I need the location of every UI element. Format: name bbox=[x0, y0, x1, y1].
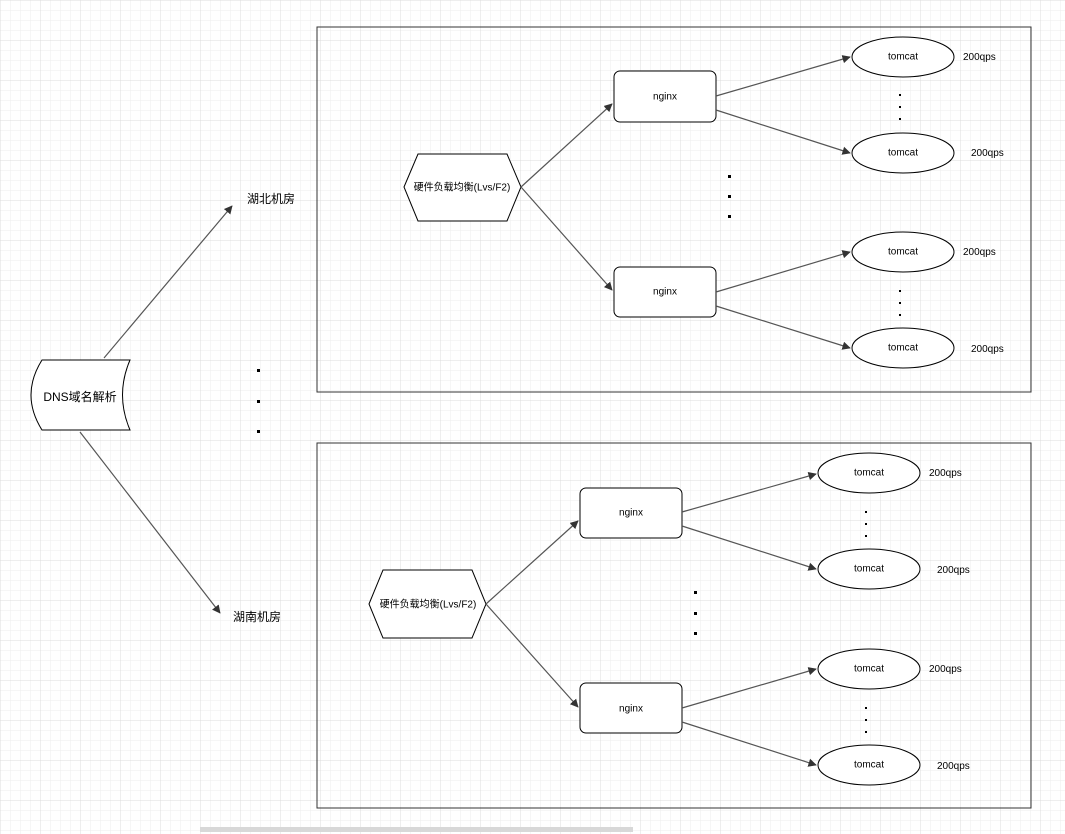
tomcat-node[interactable]: tomcat bbox=[817, 648, 921, 690]
tomcat-node[interactable]: tomcat bbox=[817, 548, 921, 590]
edge bbox=[681, 525, 817, 571]
nginx-ellipsis bbox=[728, 175, 731, 218]
tomcat-label: tomcat bbox=[888, 343, 918, 354]
nginx-node[interactable]: nginx bbox=[579, 682, 683, 734]
edge bbox=[681, 472, 817, 513]
qps-label: 200qps bbox=[937, 565, 970, 576]
edge bbox=[681, 721, 817, 767]
cluster-hubei: 硬件负载均衡(Lvs/F2) nginx nginx tomcat 200qps bbox=[316, 26, 1032, 393]
cluster-frame bbox=[316, 26, 1032, 393]
tomcat-ellipsis bbox=[865, 511, 867, 537]
nginx-label: nginx bbox=[619, 508, 643, 519]
dns-to-hubei-edge bbox=[103, 205, 233, 359]
qps-label: 200qps bbox=[971, 148, 1004, 159]
edge bbox=[715, 305, 851, 350]
tomcat-ellipsis bbox=[899, 94, 901, 120]
edge bbox=[681, 667, 817, 709]
nginx-node[interactable]: nginx bbox=[613, 266, 717, 318]
load-balancer-label: 硬件负载均衡(Lvs/F2) bbox=[380, 598, 477, 611]
tomcat-node[interactable]: tomcat bbox=[817, 452, 921, 494]
load-balancer-label: 硬件负载均衡(Lvs/F2) bbox=[414, 181, 511, 194]
nginx-ellipsis bbox=[694, 591, 697, 635]
qps-label: 200qps bbox=[963, 247, 996, 258]
tomcat-node[interactable]: tomcat bbox=[851, 231, 955, 273]
tomcat-ellipsis bbox=[865, 707, 867, 733]
rooms-ellipsis bbox=[257, 369, 260, 433]
nginx-node[interactable]: nginx bbox=[613, 70, 717, 123]
qps-label: 200qps bbox=[929, 664, 962, 675]
tomcat-label: tomcat bbox=[888, 247, 918, 258]
room-label-hunan: 湖南机房 bbox=[233, 609, 281, 624]
dns-to-hunan-edge bbox=[79, 431, 221, 614]
cluster-frame bbox=[316, 442, 1032, 809]
edge bbox=[715, 55, 851, 97]
tomcat-node[interactable]: tomcat bbox=[817, 744, 921, 786]
dns-label: DNS域名解析 bbox=[43, 389, 116, 404]
edge bbox=[485, 603, 579, 708]
tomcat-node[interactable]: tomcat bbox=[851, 36, 955, 78]
edge bbox=[520, 103, 613, 188]
tomcat-label: tomcat bbox=[888, 52, 918, 63]
edge bbox=[485, 520, 579, 605]
edge bbox=[715, 109, 851, 155]
tomcat-ellipsis bbox=[899, 290, 901, 316]
dns-node[interactable]: DNS域名解析 bbox=[30, 359, 131, 431]
qps-label: 200qps bbox=[929, 468, 962, 479]
qps-label: 200qps bbox=[971, 344, 1004, 355]
tomcat-label: tomcat bbox=[854, 760, 884, 771]
nginx-label: nginx bbox=[653, 92, 677, 103]
tomcat-label: tomcat bbox=[854, 664, 884, 675]
nginx-node[interactable]: nginx bbox=[579, 487, 683, 539]
nginx-label: nginx bbox=[619, 704, 643, 715]
room-label-hubei: 湖北机房 bbox=[247, 191, 295, 206]
qps-label: 200qps bbox=[937, 761, 970, 772]
nginx-label: nginx bbox=[653, 287, 677, 298]
tomcat-node[interactable]: tomcat bbox=[851, 132, 955, 174]
horizontal-scrollbar[interactable] bbox=[200, 827, 633, 832]
load-balancer-node[interactable]: 硬件负载均衡(Lvs/F2) bbox=[368, 569, 487, 639]
edge bbox=[520, 186, 613, 291]
cluster-hunan: 硬件负载均衡(Lvs/F2) nginx nginx tomcat 200qps bbox=[316, 442, 1032, 809]
edge bbox=[715, 250, 851, 293]
tomcat-label: tomcat bbox=[854, 564, 884, 575]
tomcat-label: tomcat bbox=[854, 468, 884, 479]
tomcat-label: tomcat bbox=[888, 148, 918, 159]
load-balancer-node[interactable]: 硬件负载均衡(Lvs/F2) bbox=[403, 153, 522, 222]
qps-label: 200qps bbox=[963, 52, 996, 63]
tomcat-node[interactable]: tomcat bbox=[851, 327, 955, 369]
